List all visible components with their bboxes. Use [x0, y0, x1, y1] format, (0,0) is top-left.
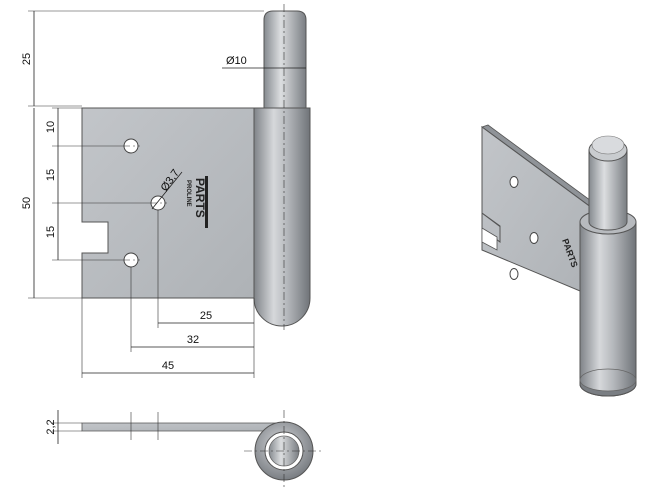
dim-thickness: 2,2 — [45, 419, 57, 434]
dim-hole-pitch-low: 15 — [45, 226, 57, 238]
dim-hole-pitch-top: 10 — [45, 121, 57, 133]
hinge-pin — [263, 10, 307, 109]
dim-hole-pitch-mid: 15 — [45, 169, 57, 181]
svg-text:PARTS: PARTS — [193, 178, 207, 218]
iso-pin — [588, 149, 628, 231]
isometric-view: PARTS — [481, 124, 637, 397]
hinge-knuckle — [253, 107, 311, 327]
front-view: PARTS PROLINE — [81, 4, 311, 330]
side-leaf — [81, 422, 277, 432]
dim-pin-length: 25 — [21, 53, 33, 65]
dim-offset-32: 32 — [187, 334, 199, 346]
brand-logo: PARTS PROLINE — [185, 176, 208, 228]
dim-total-width: 45 — [162, 360, 174, 372]
iso-leaf-lower — [481, 126, 593, 297]
svg-text:PROLINE: PROLINE — [185, 180, 191, 207]
dim-leaf-height: 50 — [21, 197, 33, 209]
dim-offset-25: 25 — [200, 310, 212, 322]
dim-pin-diameter: Ø10 — [226, 55, 247, 67]
dimensions-front: 25 50 10 15 15 Ø10 Ø3,7 25 32 45 — [21, 10, 306, 378]
side-view: 2,2 — [45, 410, 324, 490]
